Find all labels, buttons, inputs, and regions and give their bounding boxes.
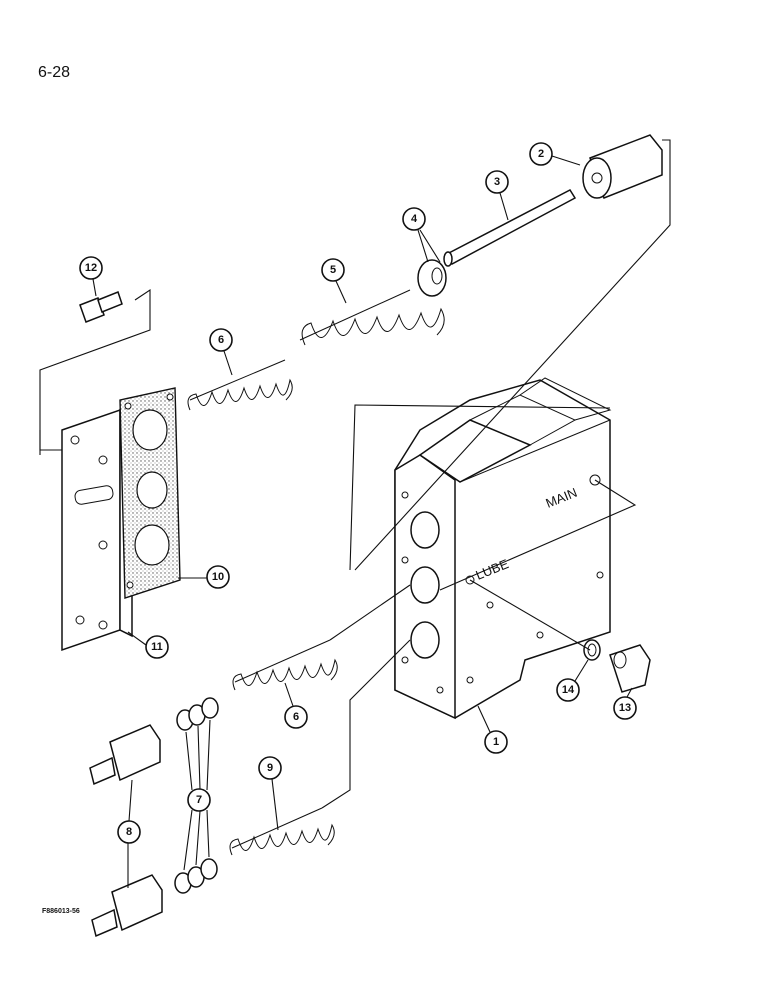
svg-text:10: 10 [212,571,224,583]
callout-1: 1 [477,705,508,754]
svg-text:7: 7 [196,794,202,806]
page-number: 6-28 [38,64,71,81]
bolt [79,291,123,323]
svg-text:13: 13 [619,702,631,714]
svg-text:6: 6 [293,711,299,723]
callout-6-upper: 6 [209,328,233,376]
callout-2: 2 [529,142,581,166]
svg-text:5: 5 [330,264,336,276]
gasket [119,387,181,599]
callout-11: 11 [127,631,169,659]
callout-12: 12 [79,256,103,297]
alignment-lines [39,139,671,809]
shims-upper [176,697,219,731]
pin [443,189,577,267]
washer [417,259,447,297]
svg-text:8: 8 [126,826,132,838]
callout-4: 4 [402,207,441,263]
spring-large [299,289,445,346]
callout-8: 8 [117,779,141,888]
valve-body: MAIN LUBE [394,377,612,720]
svg-text:12: 12 [85,262,97,274]
svg-text:9: 9 [267,762,273,774]
shims-lower [174,858,218,894]
plug [609,644,651,693]
spring-bottom [229,807,335,856]
callout-3: 3 [485,170,509,221]
spring-lower [232,639,338,691]
svg-text:6: 6 [218,334,224,346]
callout-5: 5 [321,258,347,304]
spring-upper [187,359,293,411]
svg-text:2: 2 [538,148,544,160]
callout-10: 10 [178,565,230,589]
svg-text:1: 1 [493,736,499,748]
callout-7: 7 [183,719,211,871]
svg-text:3: 3 [494,176,500,188]
piston-lower [91,874,163,938]
callout-13: 13 [613,687,637,720]
callout-6-lower: 6 [284,682,308,729]
callout-14: 14 [556,659,589,702]
svg-text:11: 11 [151,641,163,653]
piston-upper [89,724,161,786]
figure-code: F886013-56 [42,908,80,915]
callout-9: 9 [258,756,282,831]
svg-text:4: 4 [411,213,418,225]
svg-text:14: 14 [562,684,575,696]
o-ring [583,639,601,661]
piston [582,134,663,199]
